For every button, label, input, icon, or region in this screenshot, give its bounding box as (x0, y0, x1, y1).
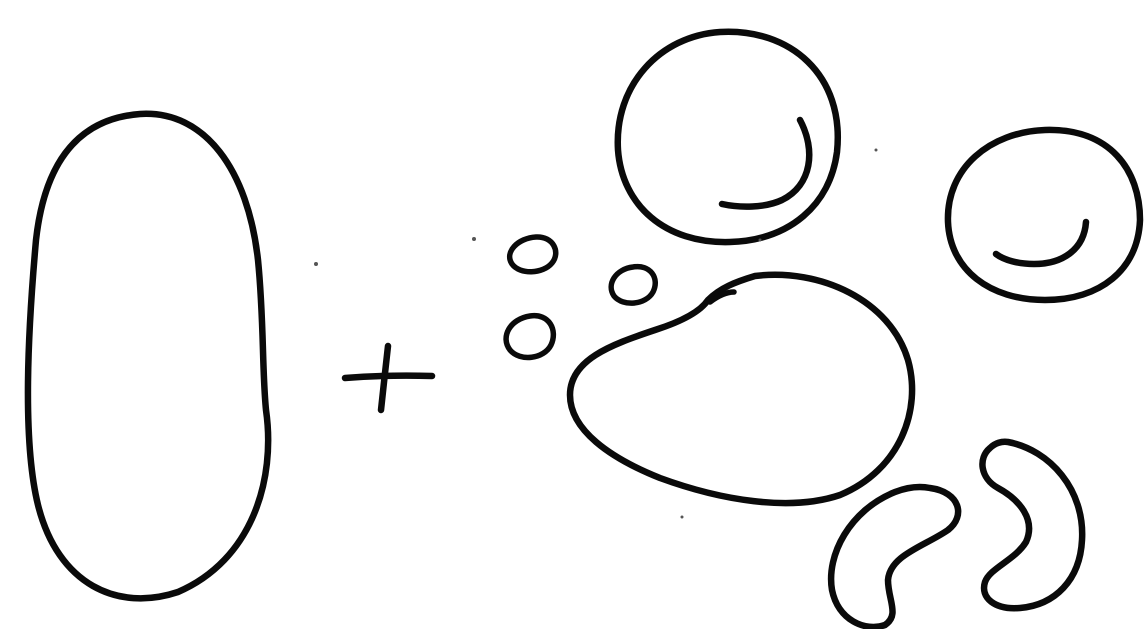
speck (314, 262, 318, 266)
crescent-right (982, 442, 1082, 608)
small-circle-right (611, 267, 655, 304)
small-circle-bottom (506, 316, 553, 358)
right-circle-with-arc (948, 130, 1140, 300)
speck (681, 516, 684, 519)
top-circle-with-arc (618, 32, 838, 242)
top-circle-inner-arc (722, 120, 809, 207)
speck (472, 237, 476, 241)
plus-vertical-stroke (381, 346, 388, 410)
right-circle-outline (948, 130, 1140, 300)
large-bean-shape (570, 275, 912, 503)
plus-horizontal-stroke (345, 376, 432, 378)
right-circle-inner-arc (996, 222, 1086, 264)
small-circle-top (510, 237, 556, 272)
speck (875, 149, 878, 152)
crescent-left (831, 487, 958, 627)
crescent-shapes-group (831, 442, 1082, 627)
plus-sign (345, 346, 432, 410)
speck (759, 239, 762, 242)
large-oval-shape (28, 114, 268, 599)
